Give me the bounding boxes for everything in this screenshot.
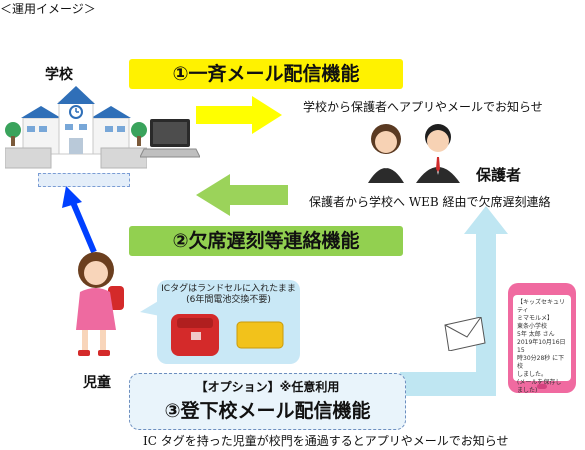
function-3-box: 【オプション】※任意利用 ③登下校メール配信機能 <box>129 373 406 430</box>
school-illustration <box>5 86 147 169</box>
smartphone-icon: 【キッズセキュリティ ミマモルメ】 東条小学校 5年 太郎 さん 2019年10… <box>508 283 576 394</box>
right-arrow-icon <box>196 96 282 134</box>
bubble-tail <box>140 300 160 316</box>
function-3-title: ③登下校メール配信機能 <box>164 400 371 422</box>
note-parent-to-school: 保護者から学校へ WEB 経由で欠席遅刻連絡 <box>309 195 551 209</box>
phone-line-1: 【キッズセキュリティ <box>517 299 566 314</box>
note-ic-pass: IC タグを持った児童が校門を通過するとアプリやメールでお知らせ <box>143 434 509 448</box>
ic-bubble-line-1: ICタグはランドセルに入れたまま <box>161 284 296 294</box>
school-label: 学校 <box>45 67 73 83</box>
envelope-icon <box>444 317 486 351</box>
laptop-icon <box>140 119 200 158</box>
up-arrow-icon <box>400 206 508 396</box>
ic-bubble-line-2: (6年間電池交換不要) <box>186 295 271 305</box>
phone-home-button <box>537 384 547 389</box>
function-1-title: ①一斉メール配信機能 <box>129 59 403 89</box>
guardians-label: 保護者 <box>476 166 522 184</box>
randoseru-and-tag-icon <box>171 314 284 356</box>
phone-line-4: 5年 太郎 さん <box>517 331 555 338</box>
phone-line-6: 時30分28秒 に下校 <box>517 355 565 370</box>
phone-screen: 【キッズセキュリティ ミマモルメ】 東条小学校 5年 太郎 さん 2019年10… <box>513 295 571 394</box>
gate-sensor-area <box>38 173 130 187</box>
function-3-option: 【オプション】※任意利用 <box>195 380 340 394</box>
ic-tag-bubble: ICタグはランドセルに入れたまま (6年間電池交換不要) <box>157 280 300 364</box>
phone-line-8: (メールを保存しました) <box>517 379 562 394</box>
phone-line-2: ミマモルメ】 <box>517 315 554 322</box>
guardians-illustration <box>368 124 460 183</box>
child-label: 児童 <box>83 375 111 391</box>
note-school-to-parent: 学校から保護者へアプリやメールでお知らせ <box>303 100 543 114</box>
phone-line-5: 2019年10月16日 15 <box>517 339 566 354</box>
blue-arrow-icon <box>62 186 97 254</box>
child-illustration <box>76 252 124 356</box>
phone-line-7: しました。 <box>517 371 548 378</box>
page-caption: ＜運用イメージ＞ <box>0 2 96 16</box>
phone-line-3: 東条小学校 <box>517 323 548 330</box>
left-arrow-icon <box>196 174 288 216</box>
function-2-title: ②欠席遅刻等連絡機能 <box>129 226 403 256</box>
